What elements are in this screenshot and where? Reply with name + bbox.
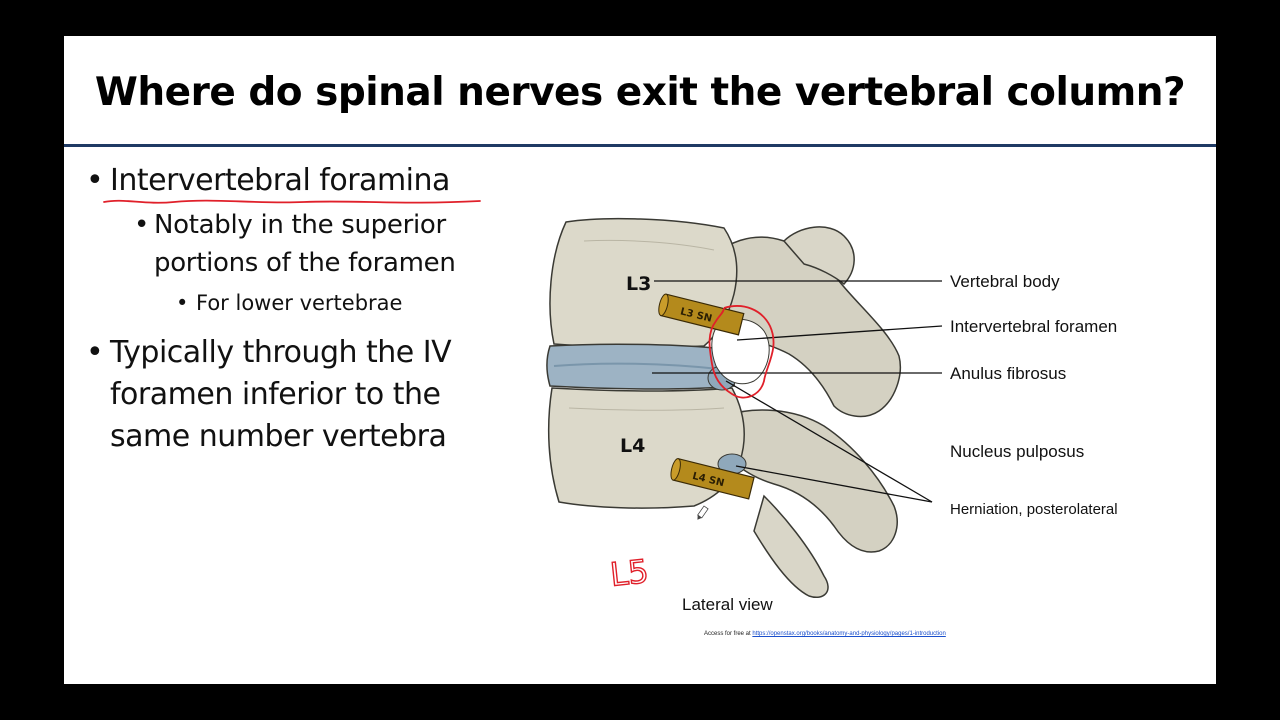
callout-herniation: Herniation, posterolateral	[950, 501, 1118, 518]
title-divider	[64, 144, 1216, 147]
view-label: Lateral view	[682, 595, 773, 614]
bullet-text: Intervertebral foramina	[103, 160, 481, 204]
bullet-glyph: •	[176, 291, 189, 315]
bullet-list: • Intervertebral foramina • Notably in t…	[86, 160, 526, 458]
pencil-icon	[697, 505, 709, 520]
callout-anulus-fibrosus: Anulus fibrosus	[950, 364, 1067, 383]
foramen-opening	[711, 318, 770, 385]
superior-articular-process	[782, 226, 855, 286]
bullet-glyph: •	[134, 210, 150, 240]
upper-vertebra-label: L3	[626, 273, 651, 295]
lower-spinal-nerve: L4 SN	[670, 457, 755, 500]
bullet-glyph: •	[86, 335, 104, 370]
bullet-item: • Typically through the IV foramen infer…	[86, 332, 526, 458]
bullet-item: • Notably in the superior portions of th…	[134, 206, 526, 282]
attribution-link[interactable]: https://openstax.org/books/anatomy-and-p…	[752, 631, 946, 637]
red-underline-annotation	[103, 199, 481, 204]
bullet-text: Typically through the IV foramen inferio…	[110, 335, 452, 454]
intervertebral-disc	[546, 343, 736, 390]
bullet-text: For lower vertebrae	[196, 291, 403, 315]
callout-intervertebral-foramen: Intervertebral foramen	[950, 317, 1118, 336]
bullet-item: • Intervertebral foramina	[86, 160, 526, 204]
bullet-item: • For lower vertebrae	[176, 288, 526, 318]
vertebra-illustration: L3 SN L4 SN L3 L4 L5	[546, 217, 943, 598]
slide: Where do spinal nerves exit the vertebra…	[64, 36, 1216, 684]
bullet-text: Notably in the superior portions of the …	[154, 210, 456, 278]
spinous-process	[753, 494, 829, 598]
upper-spinal-nerve: L3 SN	[658, 293, 745, 336]
callout-vertebral-body: Vertebral body	[950, 272, 1060, 291]
leader-lines	[652, 280, 943, 503]
attribution: Access for free at https://openstax.org/…	[704, 631, 946, 637]
red-foramen-annotation	[708, 305, 775, 399]
callout-nucleus-pulposus: Nucleus pulposus	[950, 442, 1085, 461]
lower-posterior-process	[723, 409, 898, 553]
slide-title: Where do spinal nerves exit the vertebra…	[94, 70, 1186, 115]
bullet-glyph: •	[86, 163, 104, 198]
lower-vertebra-label: L4	[620, 435, 645, 457]
handwritten-annotation: L5	[608, 552, 650, 594]
